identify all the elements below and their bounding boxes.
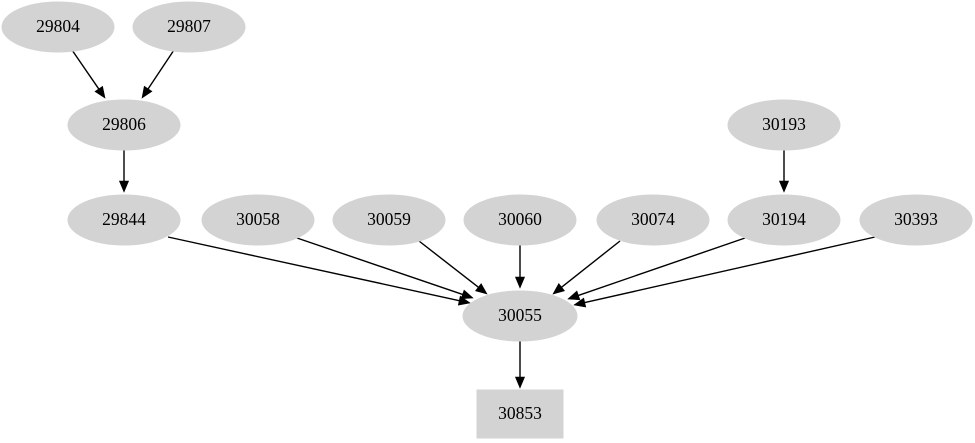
graph-node-30193[interactable]: 30193 [727,99,841,151]
node-label: 30074 [631,209,675,229]
node-ellipse-shape[interactable] [462,290,578,342]
node-ellipse-shape[interactable] [1,1,115,53]
graph-edge [118,150,130,193]
node-ellipse-shape[interactable] [727,194,841,246]
edge-line [578,237,746,297]
graph-node-30060[interactable]: 30060 [463,194,577,246]
graph-node-30853[interactable]: 30853 [476,389,564,439]
graph-node-29804[interactable]: 29804 [1,1,115,53]
graph-node-29844[interactable]: 29844 [67,194,181,246]
edges-layer [71,49,876,389]
node-label: 30060 [498,209,542,229]
edge-arrowhead-icon [778,180,790,193]
edge-arrowhead-icon [567,290,581,301]
node-ellipse-shape[interactable] [332,194,446,246]
graph-edge [418,240,488,295]
node-label: 29807 [167,16,211,36]
node-label: 29806 [102,114,146,134]
graph-node-30058[interactable]: 30058 [201,194,315,246]
node-label: 29844 [102,209,146,229]
node-label: 30393 [894,209,938,229]
graph-edge [573,236,876,308]
edge-line [147,49,175,90]
edge-arrowhead-icon [94,85,106,99]
node-label: 30193 [762,114,806,134]
node-label: 30055 [498,305,542,325]
node-ellipse-shape[interactable] [463,194,577,246]
node-ellipse-shape[interactable] [67,99,181,151]
node-ellipse-shape[interactable] [596,194,710,246]
graph-node-30055[interactable]: 30055 [462,290,578,342]
edge-arrowhead-icon [514,376,526,389]
edge-line [584,236,876,304]
node-box-shape[interactable] [476,389,564,439]
edge-line [167,236,460,302]
node-ellipse-shape[interactable] [859,194,973,246]
graph-edge [514,341,526,389]
graph-edge [514,245,526,289]
node-label: 30853 [498,403,542,423]
graph-node-29807[interactable]: 29807 [132,1,246,53]
node-label: 30194 [762,209,806,229]
graph-edge [141,49,175,99]
graph-edge [567,237,746,301]
graph-node-30074[interactable]: 30074 [596,194,710,246]
node-label: 30058 [236,209,280,229]
node-ellipse-shape[interactable] [201,194,315,246]
node-ellipse-shape[interactable] [67,194,181,246]
edge-arrowhead-icon [474,283,488,295]
graph-edge [778,150,790,193]
edge-arrowhead-icon [573,297,587,308]
edge-arrowhead-icon [141,85,153,99]
edge-arrowhead-icon [460,289,474,300]
graph-edge [552,240,621,295]
node-label: 29804 [36,16,80,36]
graph-node-30059[interactable]: 30059 [332,194,446,246]
edge-arrowhead-icon [552,283,565,295]
graph-node-30194[interactable]: 30194 [727,194,841,246]
edge-arrowhead-icon [514,276,526,289]
edge-line [71,49,100,90]
node-ellipse-shape[interactable] [132,1,246,53]
node-ellipse-shape[interactable] [727,99,841,151]
edge-arrowhead-icon [118,180,130,193]
node-label: 30059 [367,209,411,229]
edge-line [296,237,463,296]
graph-node-29806[interactable]: 29806 [67,99,181,151]
graph-node-30393[interactable]: 30393 [859,194,973,246]
edge-line [418,240,479,288]
edge-line [561,240,621,288]
graph-edge [296,237,474,300]
graph-edge [71,49,106,99]
